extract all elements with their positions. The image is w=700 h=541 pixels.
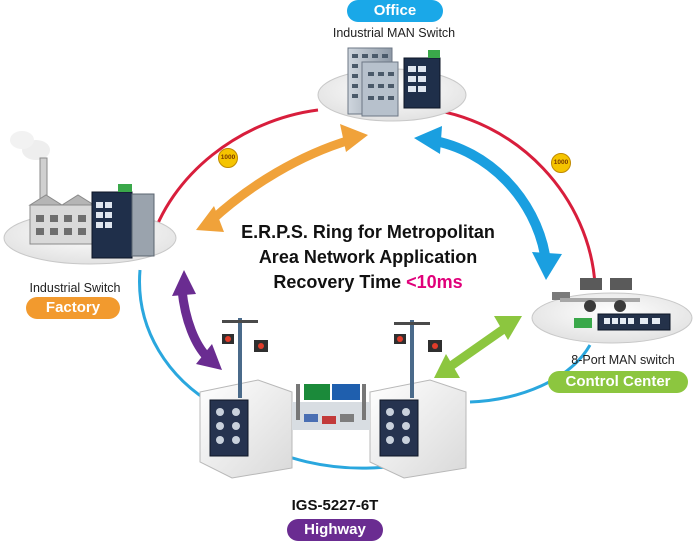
arrow-factory-highway <box>172 270 222 370</box>
arrow-control-highway <box>434 316 522 378</box>
factory-tag: Factory <box>26 297 120 319</box>
arrow-office-control <box>414 126 562 280</box>
arrow-office-factory <box>196 124 368 232</box>
control-center-node <box>531 278 693 344</box>
title-line-2: Area Network Application <box>258 247 478 267</box>
factory-node <box>3 131 177 265</box>
control-center-tag: Control Center <box>548 371 688 393</box>
title-recovery-label: Recovery Time <box>273 272 407 292</box>
office-node <box>317 47 467 122</box>
highway-device-label: IGS-5227-6T <box>291 497 379 514</box>
factory-device-label: Industrial Switch <box>29 281 121 295</box>
ring-blue-right <box>469 344 592 404</box>
control-center-device-label: 8-Port MAN switch <box>571 353 675 367</box>
title-line-1: E.R.P.S. Ring for Metropolitan <box>241 222 495 242</box>
ring-red-right <box>419 106 597 286</box>
link-speed-badge-right: 1000 <box>551 153 571 173</box>
office-device-label: Industrial MAN Switch <box>332 26 456 40</box>
highway-node <box>199 318 467 479</box>
title-line-3: Recovery Time <10ms <box>168 272 568 293</box>
office-tag: Office <box>347 0 443 22</box>
link-speed-badge-left: 1000 <box>218 148 238 168</box>
title-recovery-time: <10ms <box>406 272 463 292</box>
highway-tag: Highway <box>287 519 383 541</box>
ring-red-left <box>148 108 319 246</box>
ring-blue-left <box>138 269 216 407</box>
